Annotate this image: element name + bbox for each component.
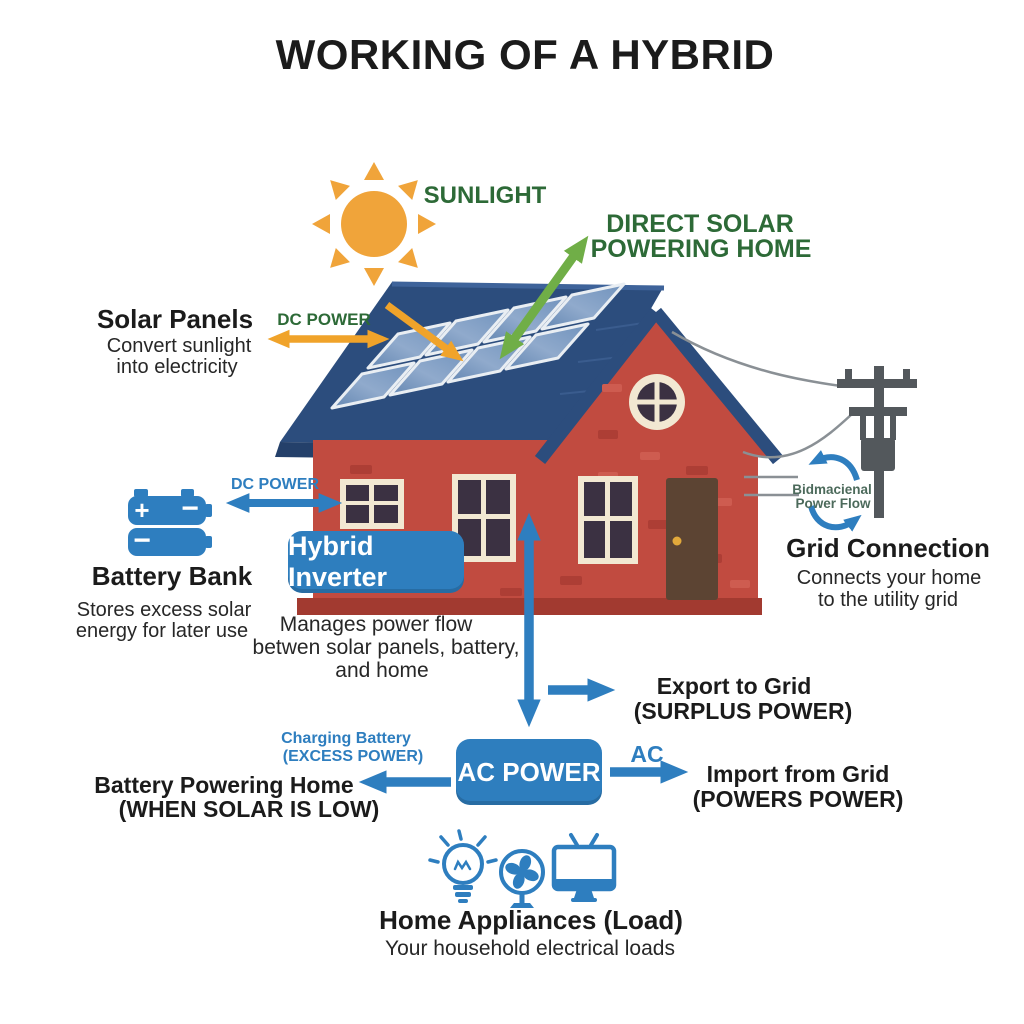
inverter-desc-line2: betwen solar panels, battery, xyxy=(252,636,520,659)
solar-panels-desc-line1: Convert sunlight xyxy=(106,335,252,357)
direct-solar-label-line2: POWERING HOME xyxy=(590,235,812,263)
solar-panels-desc-line2: into electricity xyxy=(116,356,238,378)
round-window xyxy=(629,374,685,430)
sunlight-to-panel-arrow xyxy=(384,301,464,362)
window-3 xyxy=(578,476,638,564)
charging-battery-label-line1: Charging Battery xyxy=(281,730,411,747)
tv-icon xyxy=(551,833,617,902)
charging-battery-label-line2: (EXCESS POWER) xyxy=(282,748,424,765)
solar-panels-heading: Solar Panels xyxy=(96,304,254,334)
door xyxy=(666,478,718,600)
battery-heading: Battery Bank xyxy=(91,561,253,591)
inverter-desc-line3: and home xyxy=(335,659,429,682)
battery-plus-symbol: + xyxy=(134,495,149,525)
power-lines xyxy=(671,330,853,497)
battery-powering-home-label-line2: (WHEN SOLAR IS LOW) xyxy=(118,796,380,822)
window-1 xyxy=(340,479,404,529)
direct-solar-arrow xyxy=(499,235,589,360)
bulb-icon xyxy=(428,829,498,903)
appliances-desc: Your household electrical loads xyxy=(385,937,675,960)
grid-connection-desc-line2: to the utility grid xyxy=(817,589,959,611)
import-grid-label-line2: (POWERS POWER) xyxy=(692,786,904,812)
export-grid-label-line1: Export to Grid xyxy=(656,673,812,699)
bidirectional-flow-label-line1: Bidmacienal xyxy=(792,482,872,497)
battery-desc-line1: Stores excess solar xyxy=(76,599,252,621)
battery-powering-home-label-line1: Battery Powering Home xyxy=(94,772,354,798)
bidirectional-flow-icon xyxy=(808,450,862,532)
sunlight-label: SUNLIGHT xyxy=(423,182,547,209)
import-grid-label-line1: Import from Grid xyxy=(706,761,890,787)
grid-connection-heading: Grid Connection xyxy=(786,533,990,563)
grid-connection-desc-line1: Connects your home xyxy=(796,567,982,589)
appliances-heading: Home Appliances (Load) xyxy=(379,905,683,935)
bidirectional-flow-label-line2: Power Flow xyxy=(795,496,871,511)
dc-power-panel-label: DC POWER xyxy=(277,310,371,329)
sun-icon xyxy=(312,162,436,286)
ac-power-label: AC POWER xyxy=(457,756,601,787)
dc-power-battery-label: DC POWER xyxy=(231,476,319,493)
hybrid-inverter-box: Hybrid Inverter xyxy=(288,531,464,593)
battery-icon: + − − xyxy=(128,489,212,557)
house-illustration xyxy=(275,281,784,615)
ac-arrow-label: AC xyxy=(630,741,664,767)
inverter-desc-line1: Manages power flow xyxy=(279,613,473,636)
fan-icon xyxy=(499,849,545,908)
battery-minus-symbol-2: − xyxy=(133,524,151,557)
battery-minus-symbol: − xyxy=(181,492,199,525)
page-title: WORKING OF A HYBRID xyxy=(275,31,775,78)
export-grid-label-line2: (SURPLUS POWER) xyxy=(633,698,853,724)
utility-pole-icon xyxy=(837,366,917,518)
battery-desc-line2: energy for later use xyxy=(75,620,249,642)
hybrid-inverter-label: Hybrid Inverter xyxy=(288,531,388,592)
ac-power-box: AC POWER xyxy=(456,739,602,805)
direct-solar-label-line1: DIRECT SOLAR xyxy=(606,210,794,238)
